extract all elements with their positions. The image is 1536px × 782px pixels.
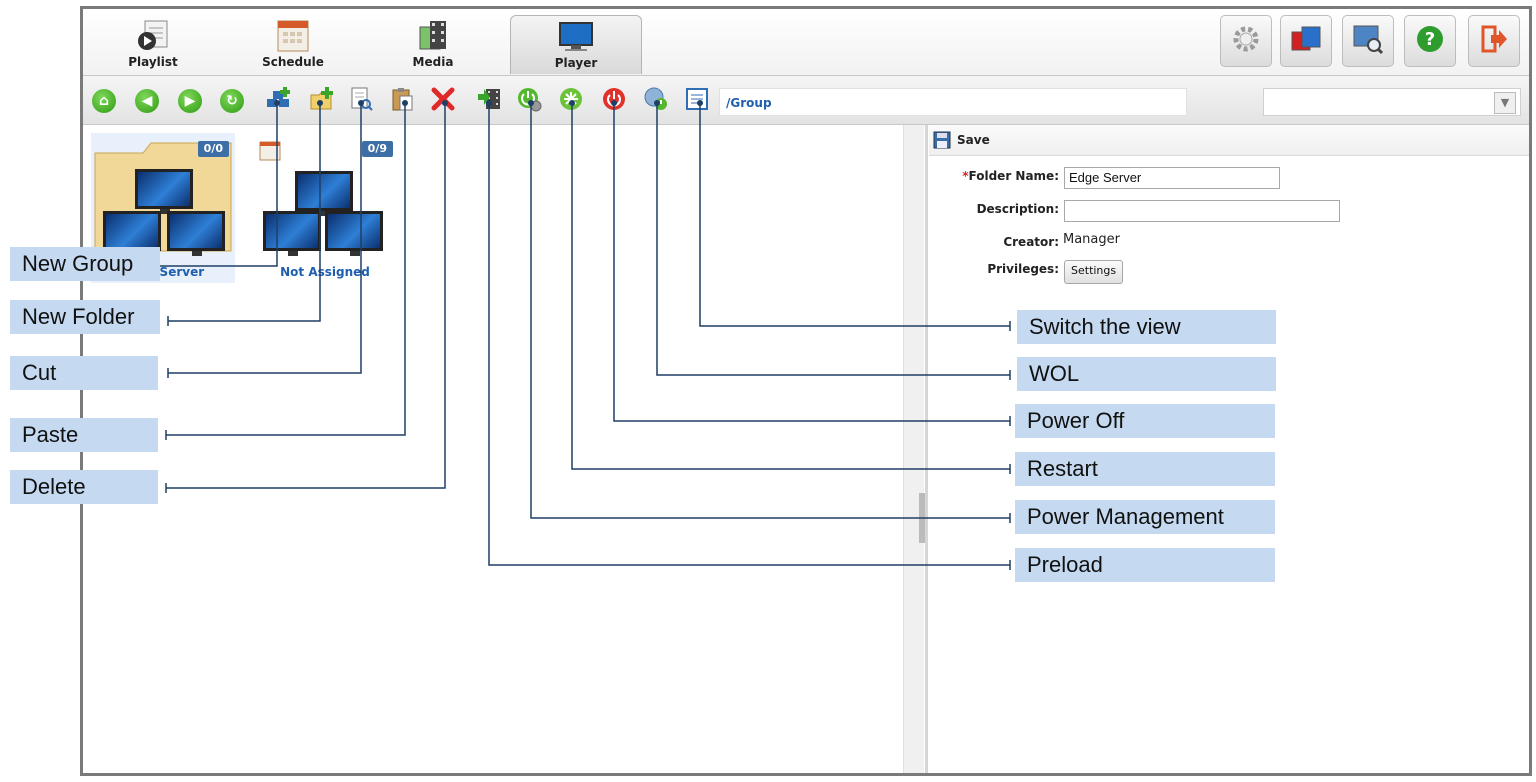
tab-label: Schedule [262,55,324,69]
tab-media[interactable]: Media [368,15,498,73]
logout-button[interactable] [1468,15,1520,67]
tab-label: Player [554,56,598,70]
playlist-icon [136,19,170,53]
new-folder-button[interactable] [309,86,335,116]
callout-wol: WOL [1017,357,1276,391]
description-label: Description: [976,202,1059,216]
filter-input[interactable]: ▼ [1263,88,1521,116]
media-icon [416,19,450,53]
power-off-icon [601,86,627,116]
save-button[interactable]: Save [933,131,990,149]
left-scrollbar[interactable] [903,125,925,773]
folder-name-label: *Folder Name: [909,169,1059,183]
delete-button[interactable] [430,86,456,116]
monitor-stack-icon [1290,24,1322,58]
privileges-label: Privileges: [987,262,1059,276]
path-breadcrumb: /Group [719,88,1187,116]
screen-search-icon [1352,23,1384,59]
paste-button[interactable] [390,88,416,114]
callout-new-group: New Group [10,247,160,281]
player-count-badge: 0/9 [361,141,393,157]
refresh-button[interactable]: ↻ [219,88,245,114]
privileges-settings-button[interactable]: Settings [1064,260,1124,284]
tile-label: Not Assigned [280,265,370,279]
wol-icon [643,86,669,116]
preload-icon [476,86,502,116]
forward-icon: ▶ [178,89,202,113]
home-icon: ⌂ [92,89,116,113]
switch-view-button[interactable] [684,88,710,114]
tab-playlist[interactable]: Playlist [88,15,218,73]
power-management-icon [516,86,542,116]
callout-delete: Delete [10,470,158,504]
player-icon [559,20,593,54]
group-tile-not-assigned[interactable]: 0/9 Not Assigned [253,133,397,283]
monitor-stack-button[interactable] [1280,15,1332,67]
tab-player[interactable]: Player [510,15,642,74]
tab-label: Playlist [128,55,178,69]
description-input[interactable] [1064,200,1340,222]
schedule-icon [259,141,281,161]
group-browser: 0/0 Edge Server 0/9 Not Assigned [83,125,926,773]
callout-power-management: Power Management [1015,500,1275,534]
wol-button[interactable] [643,86,669,116]
cut-button[interactable] [348,86,374,116]
power-off-button[interactable] [601,88,627,114]
folder-name-input[interactable]: Edge Server [1064,167,1280,189]
player-count-badge: 0/0 [197,141,229,157]
properties-panel: Save *Folder Name: Edge Server Descripti… [929,125,1529,773]
creator-value: Manager [1063,232,1120,247]
svg-text:?: ? [1425,29,1435,50]
tab-schedule[interactable]: Schedule [228,15,358,73]
monitor-icon [263,211,321,256]
screen-search-button[interactable] [1342,15,1394,67]
tab-label: Media [412,55,454,69]
toolbar: ⌂ ◀ ▶ ↻ /Group ▼ [83,76,1529,125]
back-button[interactable]: ◀ [134,88,160,114]
back-icon: ◀ [135,89,159,113]
callout-preload: Preload [1015,548,1275,582]
settings-icon [1231,24,1261,58]
filter-icon[interactable]: ▼ [1494,92,1516,114]
switch-view-icon [684,86,710,116]
restart-icon [558,86,584,116]
monitor-icon [325,211,383,256]
save-icon [933,131,951,149]
new-group-button[interactable] [266,86,292,116]
schedule-icon [276,19,310,53]
refresh-icon: ↻ [220,89,244,113]
properties-toolbar: Save [929,125,1529,156]
settings-button[interactable] [1220,15,1272,67]
app-window: Playlist Schedule Media Player [80,6,1532,776]
forward-button[interactable]: ▶ [177,88,203,114]
help-button[interactable]: ? [1404,15,1456,67]
preload-button[interactable] [476,88,502,114]
creator-label: Creator: [1003,235,1059,249]
callout-new-folder: New Folder [10,300,160,334]
callout-switch-view: Switch the view [1017,310,1276,344]
paste-icon [390,86,416,116]
pane-splitter[interactable] [925,125,928,773]
folder-name-label-text: Folder Name: [968,169,1059,183]
monitor-icon [103,211,161,256]
new-group-icon [266,86,292,116]
home-button[interactable]: ⌂ [91,88,117,114]
callout-paste: Paste [10,418,158,452]
restart-button[interactable] [558,88,584,114]
monitor-icon [167,211,225,256]
help-icon: ? [1415,24,1445,58]
cut-icon [348,86,374,116]
callout-power-off: Power Off [1015,404,1275,438]
power-management-button[interactable] [516,88,542,114]
callout-cut: Cut [10,356,158,390]
delete-icon [430,86,456,116]
logout-icon [1479,24,1509,58]
monitor-icon [135,169,193,214]
monitor-icon [295,171,353,216]
callout-restart: Restart [1015,452,1275,486]
main-tab-bar: Playlist Schedule Media Player [83,9,1529,76]
save-label: Save [957,133,990,147]
new-folder-icon [309,86,335,116]
